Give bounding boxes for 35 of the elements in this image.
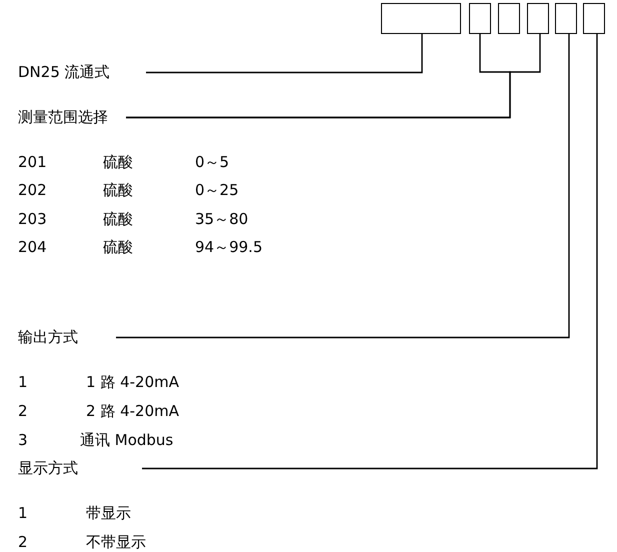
range-value: 35～80 bbox=[195, 210, 248, 228]
medium-name: 硫酸 bbox=[103, 210, 133, 228]
range-value: 0～25 bbox=[195, 181, 239, 199]
option-code: 2 bbox=[18, 402, 28, 420]
option-code: 3 bbox=[18, 431, 28, 449]
spec-label: DN25 流通式 bbox=[18, 63, 110, 81]
code-box bbox=[555, 3, 577, 34]
option-code: 2 bbox=[18, 533, 28, 551]
option-description: 通讯 Modbus bbox=[80, 431, 174, 449]
option-code: 204 bbox=[18, 238, 47, 256]
option-code: 203 bbox=[18, 210, 47, 228]
range-value: 94～99.5 bbox=[195, 238, 262, 256]
medium-name: 硫酸 bbox=[103, 238, 133, 256]
option-description: 不带显示 bbox=[86, 533, 146, 551]
option-code: 1 bbox=[18, 373, 28, 391]
code-box bbox=[583, 3, 605, 34]
option-code: 202 bbox=[18, 181, 47, 199]
leader-line bbox=[142, 34, 598, 470]
option-code: 1 bbox=[18, 504, 28, 522]
range-value: 0～5 bbox=[195, 153, 230, 171]
leader-line bbox=[116, 34, 570, 338]
medium-name: 硫酸 bbox=[103, 181, 133, 199]
medium-name: 硫酸 bbox=[103, 153, 133, 171]
code-box bbox=[469, 3, 491, 34]
option-description: 带显示 bbox=[86, 504, 131, 522]
code-box bbox=[498, 3, 520, 34]
section-heading: 测量范围选择 bbox=[18, 108, 108, 126]
option-description: 2 路 4-20mA bbox=[86, 402, 179, 420]
option-code: 201 bbox=[18, 153, 47, 171]
section-heading: 输出方式 bbox=[18, 328, 78, 346]
code-box bbox=[527, 3, 549, 34]
model-code-box bbox=[381, 3, 461, 34]
leader-line bbox=[146, 34, 423, 74]
section-heading: 显示方式 bbox=[18, 459, 78, 477]
option-description: 1 路 4-20mA bbox=[86, 373, 179, 391]
